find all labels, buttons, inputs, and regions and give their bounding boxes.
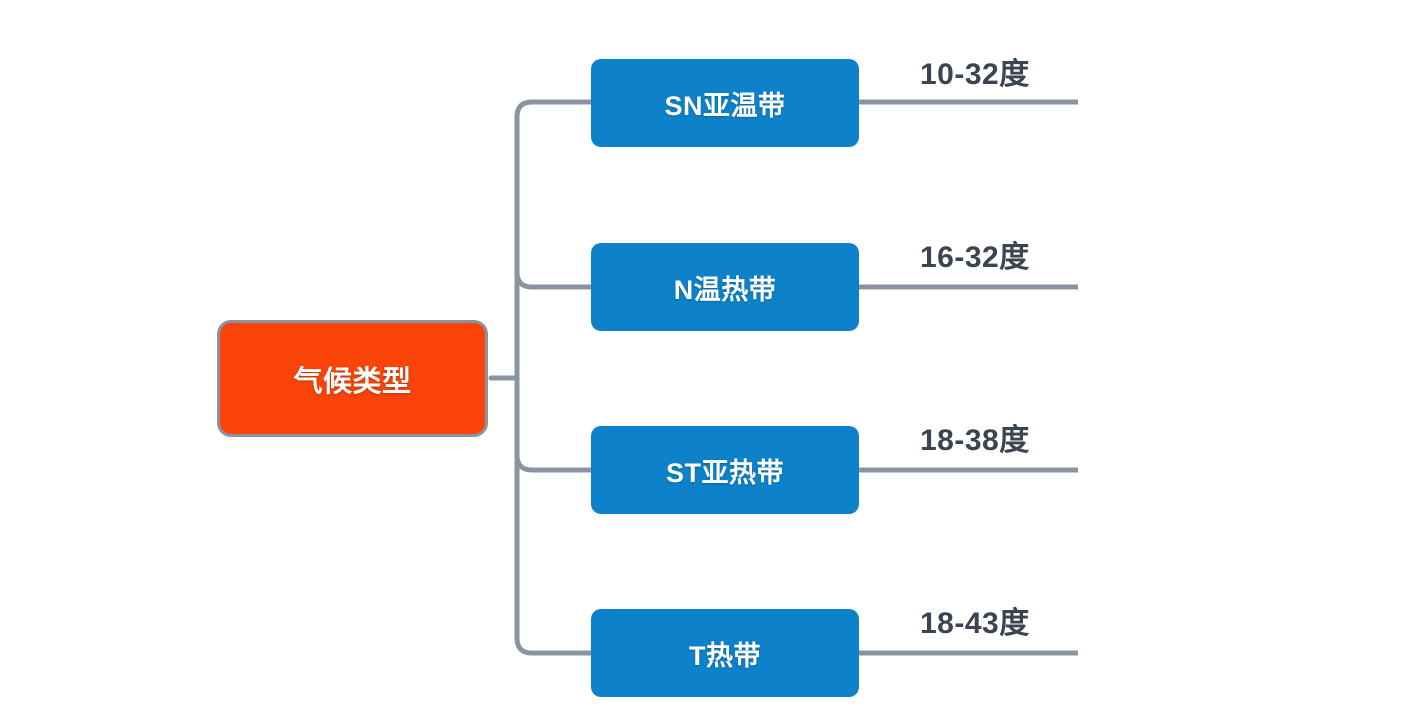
branch-value-n: 16-32度 xyxy=(920,241,1030,274)
branch-value-t: 18-43度 xyxy=(920,607,1030,640)
connector-branch-3 xyxy=(514,114,594,656)
branch-node-sn[interactable]: SN亚温带 xyxy=(591,59,859,147)
branch-node-n[interactable]: N温热带 xyxy=(591,243,859,331)
branch-node-st[interactable]: ST亚热带 xyxy=(591,426,859,514)
branch-node-label: T热带 xyxy=(689,640,761,671)
branch-node-label: ST亚热带 xyxy=(665,457,784,488)
branch-node-t[interactable]: T热带 xyxy=(591,609,859,697)
branch-node-label: N温热带 xyxy=(673,274,777,305)
root-node-label: 气候类型 xyxy=(293,365,412,398)
branch-value-sn: 10-32度 xyxy=(920,58,1030,91)
connector-branch-2 xyxy=(514,452,594,473)
connector-branch-0 xyxy=(514,99,594,290)
branch-value-st: 18-38度 xyxy=(920,424,1030,457)
root-node[interactable]: 气候类型 xyxy=(217,320,488,437)
branch-node-label: SN亚温带 xyxy=(664,90,786,121)
